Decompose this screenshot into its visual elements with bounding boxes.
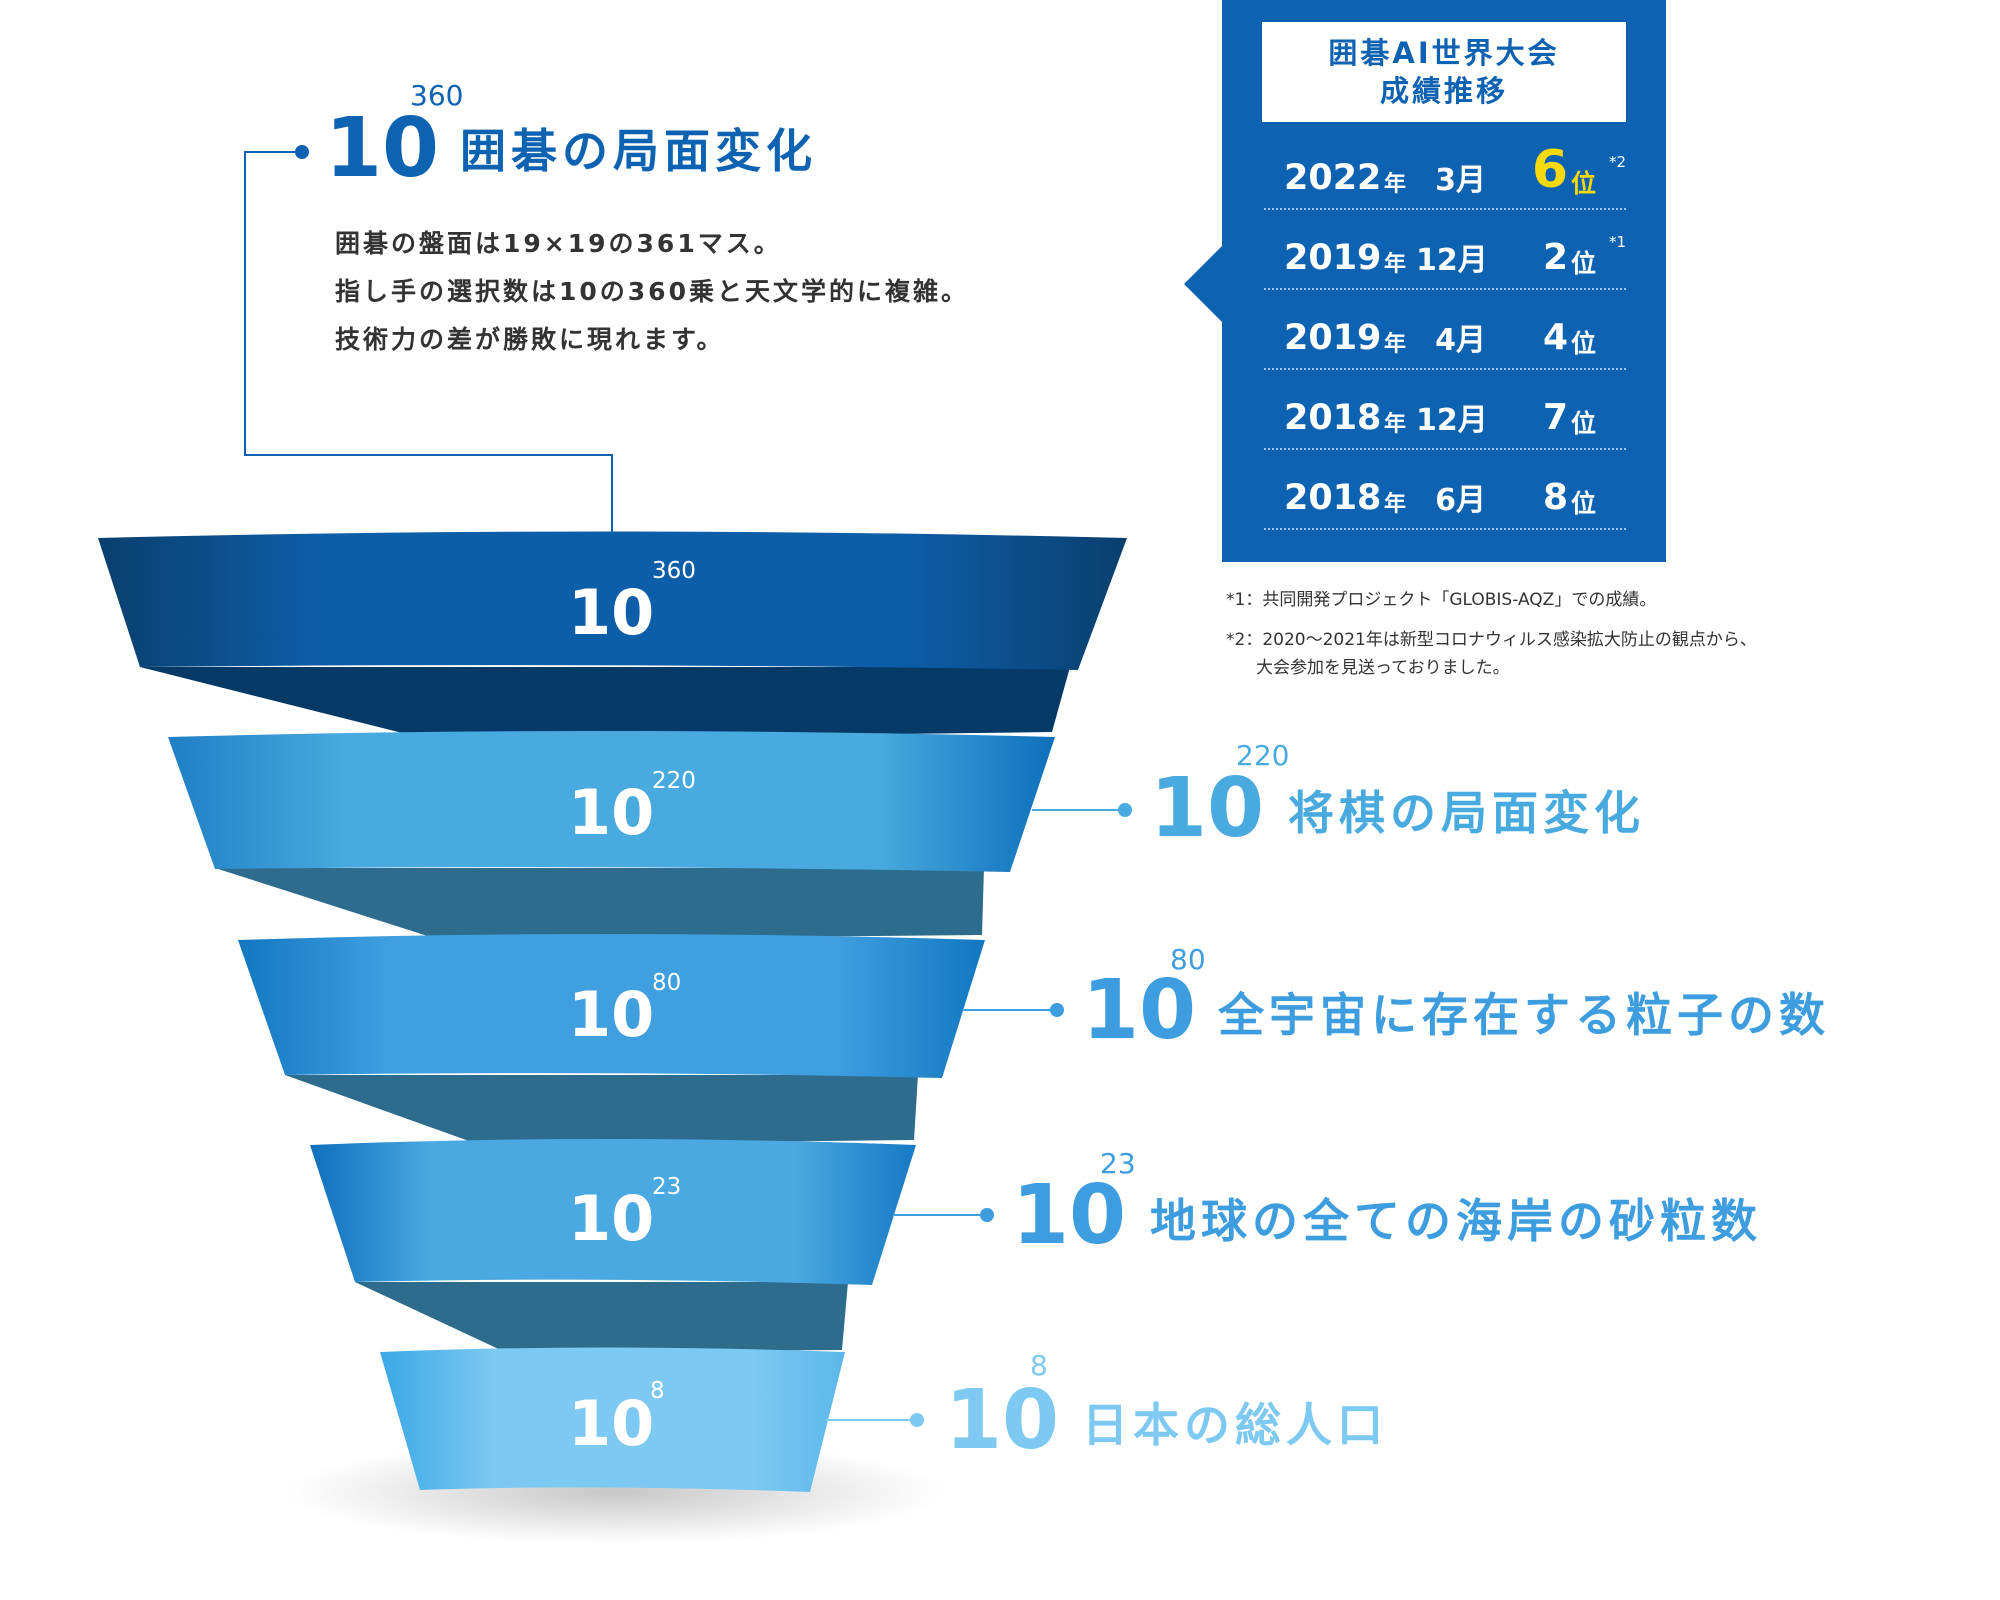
ranking-row: 2022 年 3月 6 位 *2 [1264, 140, 1626, 210]
ranking-row: 2018 年 12月 7 位 [1264, 386, 1626, 450]
connector-3-4 [285, 1075, 918, 1145]
tier-3-label-exponent: 80 [1170, 943, 1206, 976]
footnote-2: *2：2020〜2021年は新型コロナウィルス感染拡大防止の観点から、 [1226, 630, 1757, 650]
ranking-year-suffix: 年 [1384, 332, 1407, 357]
funnel-tier-1 [98, 531, 1127, 670]
ranking-year-suffix: 年 [1384, 412, 1407, 437]
ranking-note: *2 [1608, 153, 1626, 171]
leader-line-1 [244, 151, 613, 538]
ranking-rank: 2 [1542, 237, 1568, 278]
funnel-tier-4 [310, 1139, 916, 1285]
ranking-rank-suffix: 位 [1570, 409, 1596, 438]
ranking-year-suffix: 年 [1384, 172, 1407, 197]
ranking-month: 6月 [1435, 483, 1486, 518]
ranking-rank-suffix: 位 [1570, 329, 1596, 358]
ranking-month: 3月 [1435, 163, 1486, 198]
tier-2-exponent: 220 [652, 768, 696, 794]
connector-4-5 [355, 1282, 848, 1352]
tier-2-label: 将棋の局面変化 [1288, 786, 1645, 840]
leader-dot-2 [1118, 803, 1132, 817]
tier-4-label: 地球の全ての海岸の砂粒数 [1150, 1194, 1762, 1248]
ranking-year: 2018 [1284, 398, 1382, 438]
tier-4-label-base: 10 [1012, 1168, 1127, 1263]
leader-dot-5 [910, 1413, 924, 1427]
tier-4-exponent: 23 [652, 1174, 682, 1200]
ranking-rank-suffix: 位 [1570, 249, 1596, 278]
tier-3-label-base: 10 [1082, 963, 1197, 1058]
funnel-tier-3 [238, 934, 985, 1078]
headline-description: 囲碁の盤面は19×19の361マス。 指し手の選択数は10の360乗と天文学的に… [335, 220, 1135, 364]
ranking-rank-suffix: 位 [1570, 169, 1596, 198]
tier-3-exponent: 80 [652, 970, 682, 996]
headline-label: 囲碁の局面変化 [460, 124, 817, 178]
tier-5-label-base: 10 [945, 1373, 1060, 1468]
ranking-rank-suffix: 位 [1570, 489, 1596, 518]
ranking-month: 12月 [1416, 403, 1488, 438]
footnote-2-continued: 大会参加を見送っておりました。 [1256, 658, 1510, 678]
ranking-year: 2019 [1284, 238, 1382, 278]
ranking-panel-title: 囲碁AI世界大会 成績推移 [1262, 22, 1626, 122]
ranking-rank: 7 [1542, 397, 1568, 438]
ranking-month: 12月 [1416, 243, 1488, 278]
panel-pointer [1184, 244, 1224, 324]
footnote-1: *1：共同開発プロジェクト「GLOBIS-AQZ」での成績。 [1226, 590, 1657, 610]
ranking-rank: 6 [1531, 140, 1568, 200]
ranking-title-line: 囲碁AI世界大会 [1328, 36, 1560, 70]
description-line: 囲碁の盤面は19×19の361マス。 [335, 229, 782, 258]
tier-5-base: 10 [568, 1387, 655, 1460]
headline-exponent: 360 [410, 79, 464, 112]
ranking-note: *1 [1608, 233, 1626, 251]
leader-dot-4 [980, 1208, 994, 1222]
headline-base: 10 [325, 101, 440, 196]
connector-1-2 [140, 667, 1070, 740]
tier-3-base: 10 [568, 978, 655, 1051]
tier-3-label: 全宇宙に存在する粒子の数 [1218, 988, 1830, 1042]
ranking-month: 4月 [1435, 323, 1486, 358]
ranking-year: 2022 [1284, 158, 1382, 198]
description-line: 指し手の選択数は10の360乗と天文学的に複雑。 [335, 277, 969, 306]
ranking-title-line: 成績推移 [1379, 74, 1508, 108]
ranking-panel: 囲碁AI世界大会 成績推移 2022 年 3月 6 位 *2 2019 年 12… [1222, 0, 1666, 562]
tier-4-base: 10 [568, 1182, 655, 1255]
tier-2-label-exponent: 220 [1236, 739, 1290, 772]
ranking-row: 2019 年 12月 2 位 *1 [1264, 226, 1626, 290]
ranking-year-suffix: 年 [1384, 252, 1407, 277]
tier-5-exponent: 8 [650, 1378, 665, 1404]
ranking-row: 2019 年 4月 4 位 [1264, 306, 1626, 370]
ranking-row: 2018 年 6月 8 位 [1264, 466, 1626, 530]
ranking-rank: 4 [1542, 317, 1568, 358]
tier-1-exponent: 360 [652, 558, 696, 584]
tier-1-base: 10 [568, 576, 655, 649]
tier-5-label-exponent: 8 [1030, 1349, 1048, 1382]
tier-2-label-base: 10 [1150, 761, 1265, 856]
tier-4-label-exponent: 23 [1100, 1147, 1136, 1180]
ranking-year-suffix: 年 [1384, 492, 1407, 517]
leader-dot-1 [295, 145, 309, 159]
ranking-rank: 8 [1542, 477, 1568, 518]
description-line: 技術力の差が勝敗に現れます。 [335, 325, 725, 354]
tier-5-label: 日本の総人口 [1082, 1398, 1388, 1452]
leader-dot-3 [1050, 1003, 1064, 1017]
ranking-year: 2019 [1284, 318, 1382, 358]
tier-2-base: 10 [568, 776, 655, 849]
funnel-tier-5 [380, 1347, 845, 1492]
connector-2-3 [215, 868, 984, 940]
ranking-year: 2018 [1284, 478, 1382, 518]
funnel-tier-2 [168, 731, 1055, 872]
